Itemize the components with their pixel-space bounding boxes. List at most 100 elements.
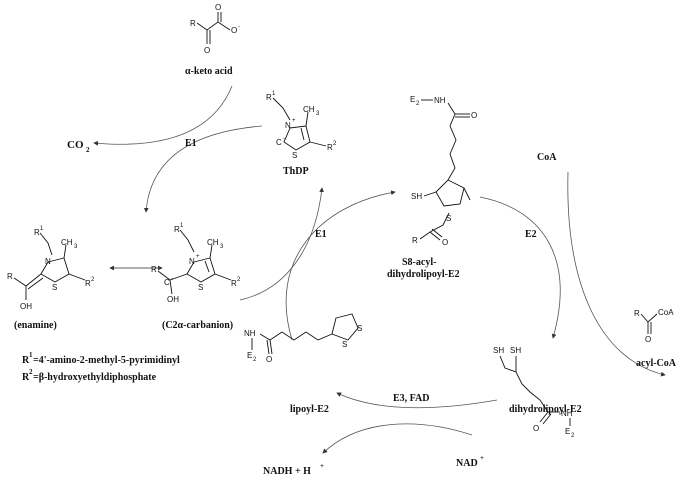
nadh-superscript: + (320, 462, 324, 470)
superscript-1: 1 (180, 223, 184, 229)
arrow-thdp-to-carbanion (143, 125, 263, 213)
atom-sh: SH (411, 192, 422, 201)
atom-s: S (198, 283, 203, 292)
keto-acid-structure: R O O O - (190, 3, 240, 55)
atom-coa: CoA (658, 308, 674, 317)
nad-text: NAD (456, 458, 478, 469)
subscript-3: 3 (220, 244, 224, 250)
subscript-2: 2 (571, 433, 575, 439)
arrow-keto-to-co2 (93, 85, 233, 146)
subscript-2: 2 (253, 357, 257, 363)
subscript-3: 3 (316, 111, 320, 117)
label-co2: CO 2 (67, 139, 90, 154)
atom-c: C (276, 138, 282, 147)
atom-sh: SH (493, 346, 504, 355)
subscript-2: 2 (416, 101, 420, 107)
atom-o: O (266, 355, 272, 364)
arrow-carbanion-to-thdp (239, 187, 324, 301)
reaction-arrows (93, 85, 666, 454)
nad-superscript: + (480, 454, 484, 462)
superscript-1: 1 (272, 91, 276, 97)
atom-r: R (190, 19, 196, 28)
atom-n: N (285, 121, 291, 130)
atom-r: R (174, 225, 180, 234)
atom-s: S (446, 214, 451, 223)
atom-oh: OH (20, 302, 32, 311)
atom-ch3: CH (207, 238, 219, 247)
label-s8-acyl: S8-acyl- (402, 257, 436, 268)
atom-nh: NH (561, 409, 573, 418)
atom-s: S (292, 151, 297, 160)
thdp-structure: R 1 N + CH 3 C - S R 2 (266, 91, 337, 160)
charge-minus: - (283, 136, 285, 142)
charge-plus: + (292, 118, 296, 124)
atom-r: R (34, 228, 40, 237)
label-e3-fad: E3, FAD (393, 393, 429, 404)
dihydrolipoyl-structure: SH SH O NH E 2 (493, 346, 575, 439)
atom-e: E (410, 95, 415, 104)
superscript-2: 2 (237, 277, 241, 283)
r2-definition: =β-hydroxyethyldiphosphate (33, 372, 157, 383)
label-e1-decarboxylation: E1 (185, 138, 197, 149)
r1-superscript: 1 (29, 351, 33, 359)
atom-o: O (471, 111, 477, 120)
label-thdp: ThDP (283, 166, 309, 177)
atom-o: O (533, 424, 539, 433)
atom-e: E (247, 351, 252, 360)
atom-o-minus: O (231, 26, 237, 35)
label-nad: NAD + (456, 454, 484, 469)
atom-o: O (215, 3, 221, 12)
arrow-dihydrolipoyl-to-lipoyl (336, 392, 498, 409)
charge-minus: - (238, 24, 240, 30)
label-enamine: (enamine) (14, 320, 57, 331)
atom-r: R (7, 272, 13, 281)
label-acyl-coa: acyl-CoA (636, 358, 677, 369)
label-coa: CoA (537, 152, 557, 163)
co2-text: CO (67, 139, 84, 151)
label-s8-acyl-line2: dihydrolipoyl-E2 (387, 269, 460, 280)
legend-r1: R 1 =4'-amino-2-methyl-5-pyrimidinyl (22, 351, 180, 366)
r1-symbol: R (22, 355, 30, 366)
nadh-text: NADH + H (263, 466, 311, 477)
label-e2: E2 (525, 229, 537, 240)
label-e1-transfer: E1 (315, 229, 327, 240)
arrow-nad-to-nadh (322, 423, 473, 454)
atom-nh: NH (434, 96, 446, 105)
atom-r: R (412, 236, 418, 245)
charge-minus: - (171, 276, 173, 282)
atom-n: N (45, 257, 51, 266)
r2-symbol: R (22, 372, 30, 383)
atom-oh: OH (167, 295, 179, 304)
superscript-2: 2 (333, 141, 337, 147)
atom-s: S (342, 340, 347, 349)
atom-r: R (266, 93, 272, 102)
s8-acyl-structure: E 2 NH O SH S O R (410, 95, 477, 247)
atom-c: C (164, 278, 170, 287)
enamine-structure: R 1 N CH 3 S R 2 R OH (7, 226, 95, 311)
label-lipoyl: lipoyl-E2 (290, 404, 329, 415)
label-keto-acid: α-keto acid (185, 66, 233, 77)
atom-r: R (634, 309, 640, 318)
label-dihydrolipoyl: dihydrolipoyl-E2 (509, 404, 582, 415)
atom-n: N (189, 257, 195, 266)
subscript-3: 3 (74, 244, 78, 250)
r2-superscript: 2 (29, 368, 33, 376)
atom-e: E (565, 427, 570, 436)
charge-plus: + (196, 254, 200, 260)
atom-ch3: CH (303, 105, 315, 114)
atom-nh: NH (244, 329, 256, 338)
superscript-2: 2 (91, 277, 95, 283)
atom-s: S (357, 324, 362, 333)
lipoyl-structure: S S O NH E 2 (244, 313, 362, 364)
label-carbanion: (C2α-carbanion) (162, 320, 233, 331)
atom-r: R (151, 265, 157, 274)
atom-o: O (645, 335, 651, 344)
atom-r: R (231, 279, 237, 288)
arrow-coa-to-acylcoa (567, 171, 666, 377)
atom-sh: SH (510, 346, 521, 355)
atom-o: O (204, 46, 210, 55)
arrow-lipoyl-to-s8 (285, 190, 396, 341)
atom-s: S (52, 283, 57, 292)
